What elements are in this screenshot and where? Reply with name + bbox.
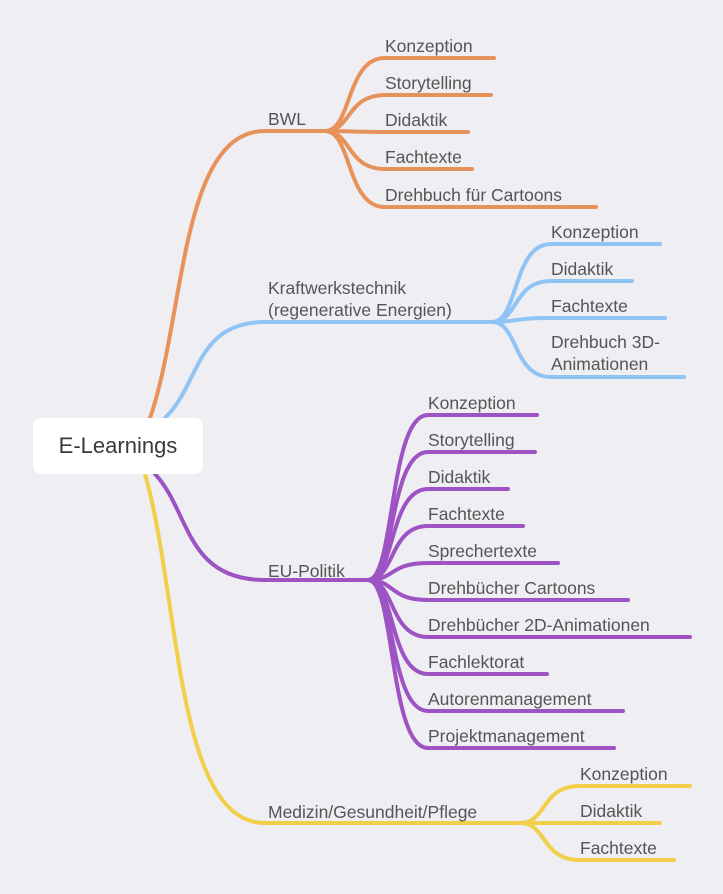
leaf-connector bbox=[323, 129, 470, 134]
leaf-connector bbox=[518, 821, 676, 862]
branch-label[interactable]: BWL bbox=[268, 109, 306, 129]
leaf-label[interactable]: Storytelling bbox=[385, 73, 472, 93]
leaf-label[interactable]: Didaktik bbox=[580, 801, 643, 821]
leaf-label[interactable]: Didaktik bbox=[428, 467, 491, 487]
leaf-label[interactable]: Sprechertexte bbox=[428, 541, 537, 561]
leaf-label[interactable]: Didaktik bbox=[551, 259, 614, 279]
leaf-label[interactable]: Didaktik bbox=[385, 110, 448, 130]
branch-connector bbox=[148, 129, 327, 420]
leaf-label[interactable]: Projektmanagement bbox=[428, 726, 585, 746]
branch-label[interactable]: Kraftwerkstechnik (regenerative Energien… bbox=[268, 278, 452, 320]
branch-connector bbox=[153, 472, 370, 582]
leaf-connector bbox=[490, 320, 686, 379]
leaf-label[interactable]: Drehbuch für Cartoons bbox=[385, 185, 563, 205]
branch-connector bbox=[143, 472, 522, 825]
leaf-connector bbox=[323, 129, 598, 209]
leaf-label[interactable]: Konzeption bbox=[551, 222, 639, 242]
leaf-label[interactable]: Konzeption bbox=[580, 764, 668, 784]
leaf-label[interactable]: Konzeption bbox=[385, 36, 473, 56]
leaf-label[interactable]: Fachlektorat bbox=[428, 652, 525, 672]
leaf-connector bbox=[366, 578, 616, 750]
leaf-label[interactable]: Fachtexte bbox=[551, 296, 628, 316]
leaf-label[interactable]: Fachtexte bbox=[428, 504, 505, 524]
leaf-label[interactable]: Drehbücher Cartoons bbox=[428, 578, 596, 598]
branch-label[interactable]: Medizin/Gesundheit/Pflege bbox=[268, 802, 478, 822]
root-node[interactable]: E-Learnings bbox=[33, 418, 203, 474]
branch-connector bbox=[163, 320, 494, 420]
leaf-label[interactable]: Drehbücher 2D-Animationen bbox=[428, 615, 650, 635]
root-label: E-Learnings bbox=[58, 433, 178, 458]
leaf-label[interactable]: Fachtexte bbox=[385, 147, 462, 167]
leaf-label[interactable]: Fachtexte bbox=[580, 838, 657, 858]
leaf-label[interactable]: Konzeption bbox=[428, 393, 516, 413]
branch-label[interactable]: EU-Politik bbox=[268, 561, 345, 581]
leaf-connector bbox=[490, 316, 667, 324]
leaf-label[interactable]: Drehbuch 3D- Animationen bbox=[551, 332, 660, 374]
leaf-label[interactable]: Storytelling bbox=[428, 430, 515, 450]
leaf-label[interactable]: Autorenmanagement bbox=[428, 689, 592, 709]
